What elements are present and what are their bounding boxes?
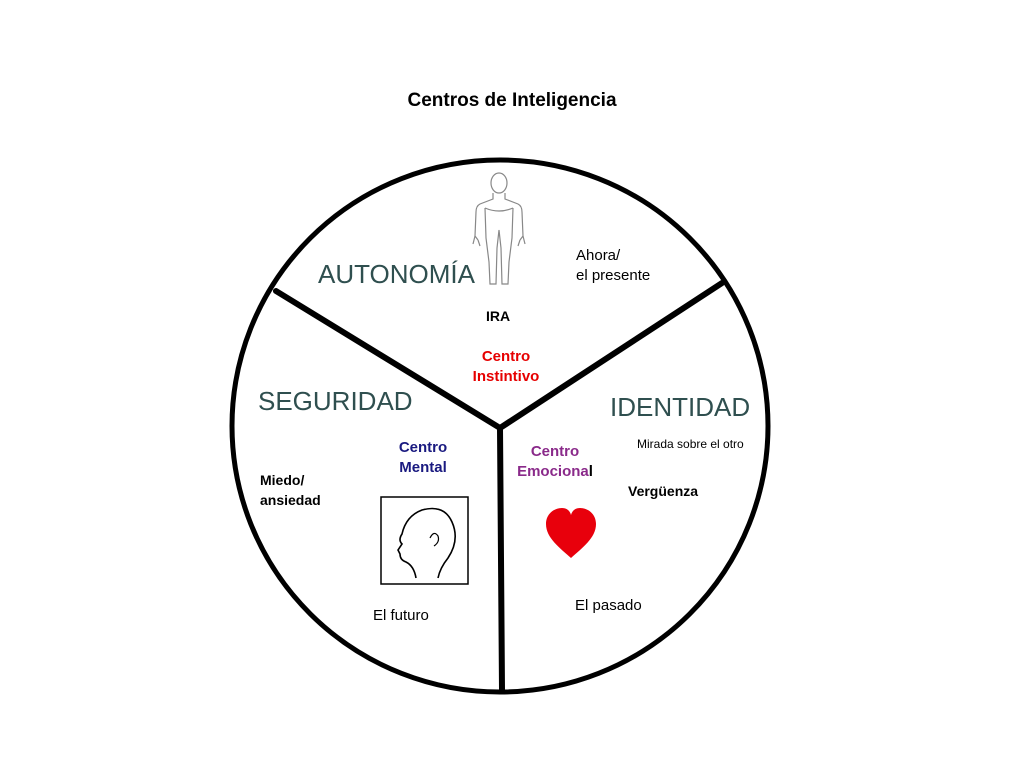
note-ahora-line2: el presente: [576, 267, 651, 284]
center-emocional-line2-main: Emociona: [517, 463, 589, 480]
note-miedo: Miedo/ ansiedad: [260, 470, 321, 510]
note-futuro: El futuro: [373, 607, 429, 624]
sector-label-identidad: IDENTIDAD: [610, 392, 751, 422]
center-emocional-line1: Centro: [530, 443, 580, 460]
note-pasado: El pasado: [575, 597, 642, 614]
note-ahora-line1: Ahora/: [576, 247, 621, 264]
center-emocional: Centro Emocional: [505, 442, 605, 482]
center-instintivo: Centro Instintivo: [456, 347, 556, 387]
human-body-icon: [472, 172, 526, 285]
note-miedo-line2: ansiedad: [260, 492, 321, 508]
center-instintivo-line1: Centro: [481, 348, 531, 365]
sector-label-seguridad: SEGURIDAD: [258, 386, 413, 416]
center-mental-line2: Mental: [399, 459, 447, 476]
note-verguenza: Vergüenza: [628, 483, 699, 499]
note-mirada: Mirada sobre el otro: [637, 437, 744, 451]
center-instintivo-line2: Instintivo: [472, 368, 540, 385]
note-miedo-line1: Miedo/: [260, 472, 305, 488]
head-profile-icon: [380, 496, 469, 585]
center-emocional-line2-end: l: [588, 463, 593, 480]
heart-icon: [546, 508, 596, 558]
center-emocional-line2: Emocional: [505, 462, 605, 482]
divider-left: [273, 288, 503, 431]
note-ira: IRA: [486, 308, 511, 324]
note-ahora: Ahora/ el presente: [576, 246, 650, 286]
center-mental: Centro Mental: [378, 438, 468, 478]
center-mental-line1: Centro: [398, 439, 448, 456]
divider-bottom: [497, 425, 505, 693]
divider-right: [497, 280, 725, 431]
diagram-title: Centros de Inteligencia: [407, 90, 617, 111]
sector-label-autonomia: AUTONOMÍA: [318, 259, 475, 289]
